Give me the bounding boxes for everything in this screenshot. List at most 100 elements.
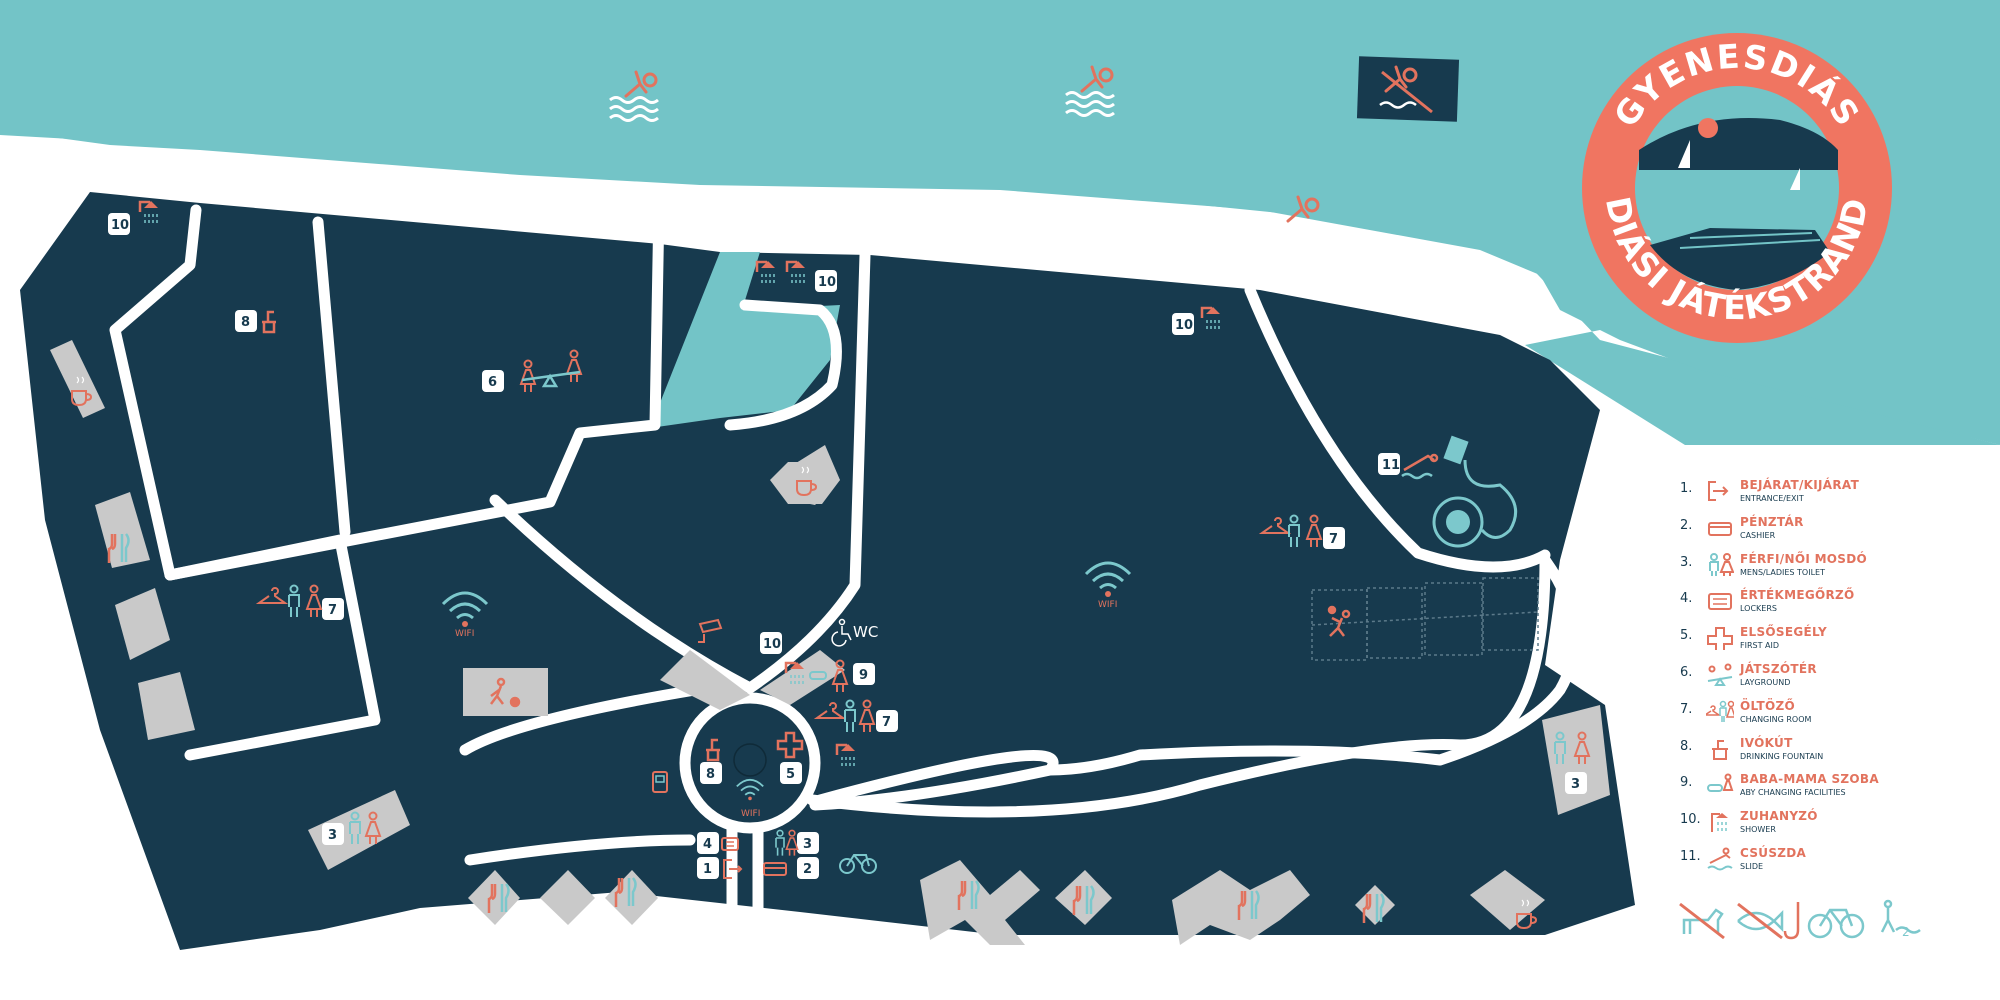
beach-land bbox=[20, 192, 1635, 950]
legend-number: 3. bbox=[1680, 554, 1693, 570]
badge-10: 10 bbox=[763, 637, 781, 652]
locker-icon bbox=[1708, 593, 1732, 611]
playground-icon bbox=[520, 349, 582, 393]
legend-sublabel: ENTRANCE/EXIT bbox=[1740, 494, 1804, 503]
legend-sublabel: SHOWER bbox=[1740, 825, 1776, 835]
legend-label: BABA-MAMA SZOBA bbox=[1740, 772, 1879, 787]
badge-8: 8 bbox=[241, 315, 250, 330]
legend-number: 9. bbox=[1680, 775, 1693, 791]
legend-sublabel: FIRST AID bbox=[1740, 641, 1780, 651]
wifi-label: WIFI bbox=[455, 629, 474, 639]
cashier-icon bbox=[763, 862, 787, 876]
walkways bbox=[109, 199, 1580, 916]
slide-pool bbox=[1432, 496, 1484, 548]
legend-sublabel: ABY CHANGING FACILITIES bbox=[1740, 788, 1846, 798]
no-fishing-icon bbox=[1737, 902, 1784, 940]
bicycle-icon bbox=[839, 854, 877, 874]
legend-sublabel: DRINKING FOUNTAIN bbox=[1740, 751, 1824, 761]
badge-10: 10 bbox=[818, 275, 836, 290]
badge-4: 4 bbox=[703, 837, 712, 852]
logo: GYENESDIÁS DIÁSI JÁTÉKSTRAND bbox=[1582, 33, 1892, 343]
map-badges bbox=[108, 213, 1587, 879]
cashier-icon bbox=[1708, 521, 1732, 536]
badge-3: 3 bbox=[328, 828, 337, 843]
legend-number: 5. bbox=[1680, 628, 1693, 644]
legend-number: 10. bbox=[1680, 812, 1701, 828]
badge-7: 7 bbox=[328, 603, 337, 618]
toilet-icon bbox=[1709, 552, 1734, 576]
no-walking-bike-icon bbox=[1880, 899, 1921, 934]
legend-sublabel: CHANGING ROOM bbox=[1740, 714, 1812, 724]
legend-number: 7. bbox=[1680, 701, 1693, 717]
badge-6: 6 bbox=[488, 375, 497, 390]
fountain-icon bbox=[262, 310, 276, 334]
legend-label: JÁTSZÓTÉR bbox=[1740, 662, 1817, 676]
legend-label: ZUHANYZÓ bbox=[1740, 809, 1818, 824]
slide-icon bbox=[1707, 847, 1733, 871]
legend-sublabel: MENS/LADIES TOILET bbox=[1740, 567, 1825, 577]
no-dogs-icon bbox=[1679, 902, 1725, 940]
swim-area-icon bbox=[1266, 195, 1320, 256]
legend-sublabel: LAYGROUND bbox=[1740, 678, 1791, 687]
legend-sublabel: SLIDE bbox=[1740, 862, 1764, 871]
legend-label: FÉRFI/NŐI MOSDÓ bbox=[1740, 551, 1868, 566]
legend-label: ÉRTÉKMEGŐRZŐ bbox=[1740, 588, 1855, 603]
badge-11: 11 bbox=[1382, 458, 1400, 473]
legend-label: ÖLTÖZŐ bbox=[1740, 698, 1795, 713]
rules-count: 2 bbox=[1902, 925, 1910, 939]
badge-7: 7 bbox=[1329, 532, 1338, 547]
baby-changing-icon bbox=[809, 659, 848, 693]
first-aid-icon bbox=[776, 731, 804, 759]
slide-icon bbox=[1401, 453, 1439, 480]
cctv-icon bbox=[698, 618, 723, 643]
sport-courts bbox=[1311, 577, 1539, 661]
legend-number: 2. bbox=[1680, 517, 1693, 533]
playground-icon bbox=[1707, 663, 1733, 686]
badge-2: 2 bbox=[803, 862, 812, 877]
fishing-hook-icon bbox=[1783, 902, 1800, 940]
cove-water bbox=[650, 252, 840, 428]
football-icon bbox=[490, 677, 521, 708]
accessible-icon bbox=[831, 618, 852, 647]
locker-icon bbox=[721, 837, 739, 851]
badge-10: 10 bbox=[1175, 318, 1193, 333]
wifi-label: WIFI bbox=[1098, 600, 1117, 610]
volleyball-icon bbox=[1327, 605, 1351, 637]
wc-label: WC bbox=[853, 623, 878, 641]
legend-number: 6. bbox=[1680, 665, 1693, 680]
baby-changing-icon bbox=[1707, 773, 1734, 793]
badge-9: 9 bbox=[859, 668, 868, 683]
entrance-icon bbox=[1708, 481, 1729, 501]
legend-label: IVÓKÚT bbox=[1740, 735, 1793, 750]
legend-number: 11. bbox=[1680, 849, 1701, 864]
badge-7: 7 bbox=[882, 715, 891, 730]
fountain-icon bbox=[706, 738, 720, 762]
legend-sublabel: CASHIER bbox=[1740, 530, 1776, 540]
badge-5: 5 bbox=[786, 767, 795, 782]
shower-icon bbox=[1711, 813, 1728, 833]
entrance-icon bbox=[723, 859, 743, 879]
legend-sublabel: LOCKERS bbox=[1740, 604, 1777, 614]
badge-1: 1 bbox=[703, 862, 712, 877]
legend-label: BEJÁRAT/KIJÁRAT bbox=[1740, 478, 1860, 492]
no-swim-zone bbox=[1356, 56, 1460, 122]
bicycle-icon bbox=[1807, 908, 1865, 939]
rules-pictograms: 2 bbox=[1679, 899, 1921, 940]
legend-item: 6. JÁTSZÓTÉR LAYGROUND bbox=[1672, 659, 1992, 693]
fountain-icon bbox=[1712, 739, 1728, 760]
wifi-label: WIFI bbox=[741, 809, 760, 819]
atm-icon bbox=[652, 771, 668, 793]
legend-label: PÉNZTÁR bbox=[1740, 514, 1804, 529]
badge-3: 3 bbox=[803, 837, 812, 852]
changing-room-icon bbox=[1706, 700, 1734, 722]
legend-number: 4. bbox=[1680, 591, 1693, 607]
legend-label: ELSŐSEGÉLY bbox=[1740, 625, 1828, 640]
